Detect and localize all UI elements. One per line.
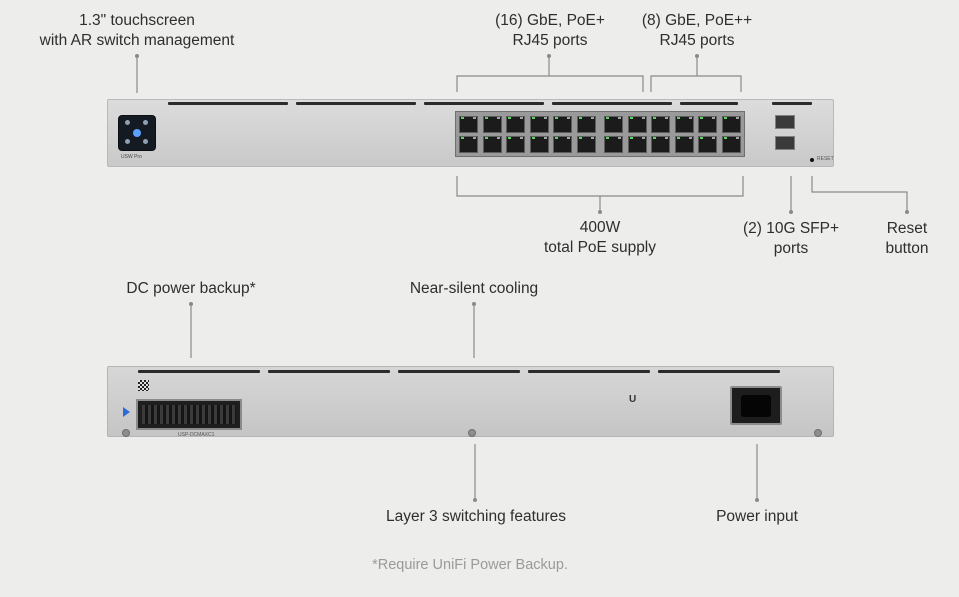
screen-center-icon: [133, 129, 141, 137]
screen-icon: [143, 139, 148, 144]
reset-leader: [811, 176, 908, 212]
rj45-port-block: [455, 111, 745, 157]
rj45-port[interactable]: [482, 116, 502, 133]
rj45-port[interactable]: [721, 116, 741, 133]
footnote: *Require UniFi Power Backup.: [372, 557, 568, 573]
rj45-port[interactable]: [459, 116, 478, 133]
rj45-port[interactable]: [651, 136, 670, 153]
rj45-port[interactable]: [459, 136, 478, 153]
screen-icon: [143, 120, 148, 125]
rj45-port[interactable]: [604, 136, 623, 153]
rear-vent: [528, 370, 650, 373]
gbe-poe-plus-plus-bracket: [650, 75, 742, 92]
rj45-port[interactable]: [576, 136, 596, 153]
rj45-port[interactable]: [674, 136, 694, 153]
rear-vent: [658, 370, 780, 373]
screen-icon: [125, 120, 130, 125]
switch-front-panel: USW Pro RESET: [107, 99, 834, 167]
rj45-port[interactable]: [604, 116, 623, 133]
rj45-port[interactable]: [553, 136, 572, 153]
sfp-ports-label: (2) 10G SFP+ports: [742, 220, 840, 257]
rj45-port[interactable]: [576, 116, 596, 133]
dc-power-backup-port[interactable]: [136, 399, 242, 430]
rj45-port[interactable]: [553, 116, 572, 133]
rj45-port[interactable]: [529, 136, 549, 153]
rear-vent: [138, 370, 260, 373]
screw-icon: [122, 429, 130, 437]
screen-icon: [125, 139, 130, 144]
dc-power-backup-label: DC power backup*: [126, 280, 256, 297]
layer3-label: Layer 3 switching features: [385, 508, 567, 525]
gbe-poe-plus-label: (16) GbE, PoE+RJ45 ports: [495, 12, 605, 49]
switch-rear-panel: USP-DCMAXC1 U: [107, 366, 834, 438]
rear-vent: [268, 370, 390, 373]
ubiquiti-logo-icon: U: [629, 394, 637, 405]
cooling-label: Near-silent cooling: [409, 280, 539, 297]
front-vent: [552, 102, 672, 105]
poe-supply-bracket: [456, 176, 744, 197]
rj45-port[interactable]: [674, 116, 694, 133]
rj45-port[interactable]: [698, 116, 717, 133]
rj45-port[interactable]: [698, 136, 717, 153]
front-vent: [772, 102, 812, 105]
sfp-port[interactable]: [775, 136, 795, 150]
power-input-label: Power input: [716, 508, 798, 525]
sfp-port[interactable]: [775, 115, 795, 129]
rj45-port[interactable]: [627, 116, 647, 133]
reset-text: RESET: [817, 156, 834, 162]
reset-button[interactable]: [810, 158, 814, 162]
qr-code-icon: [138, 380, 149, 391]
front-vent: [680, 102, 738, 105]
rear-vent: [398, 370, 520, 373]
rj45-port[interactable]: [651, 116, 670, 133]
front-vent: [168, 102, 288, 105]
rj45-port[interactable]: [506, 136, 525, 153]
front-vent: [424, 102, 544, 105]
touchscreen-display[interactable]: [118, 115, 156, 151]
dc-connector-label: USP-DCMAXC1: [178, 432, 215, 438]
gbe-poe-plus-plus-label: (8) GbE, PoE++RJ45 ports: [641, 12, 753, 49]
screw-icon: [468, 429, 476, 437]
rear-arrow-icon: [123, 407, 130, 417]
rj45-port[interactable]: [627, 136, 647, 153]
rj45-port[interactable]: [482, 136, 502, 153]
rj45-port[interactable]: [721, 136, 741, 153]
gbe-poe-plus-bracket: [456, 75, 644, 92]
front-model-text: USW Pro: [121, 154, 142, 160]
power-inlet-port[interactable]: [730, 386, 782, 425]
rj45-port[interactable]: [506, 116, 525, 133]
front-vent: [296, 102, 416, 105]
screw-icon: [814, 429, 822, 437]
rj45-port[interactable]: [529, 116, 549, 133]
